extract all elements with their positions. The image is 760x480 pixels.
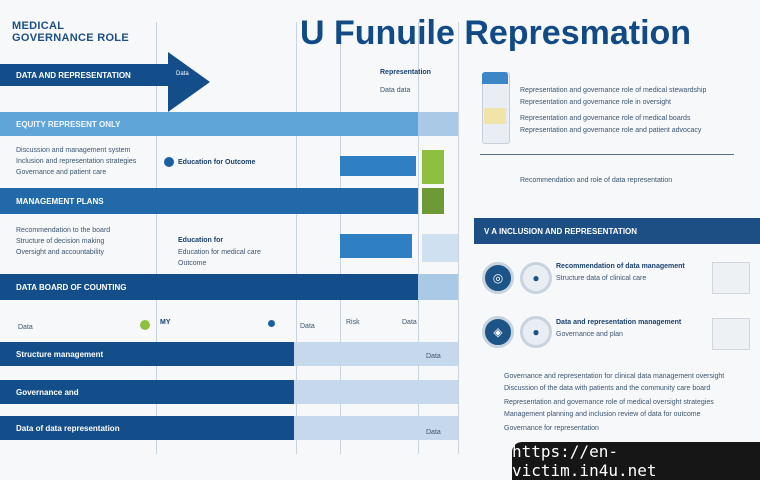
- callout-text: Education for: [178, 237, 224, 244]
- band-extension: [294, 380, 458, 404]
- brand-line-2: GOVERNANCE ROLE: [12, 32, 129, 44]
- panel-line: Representation and governance role of me…: [520, 115, 691, 122]
- axis-label: Risk: [346, 319, 360, 326]
- arrow-label: Data: [176, 71, 189, 77]
- panel-line: Representation and governance role in ov…: [520, 99, 671, 106]
- page-title: U Funuile Represmation: [300, 14, 692, 52]
- document-icon: [712, 318, 750, 350]
- panel-line: Recommendation and role of data represen…: [520, 177, 673, 184]
- user-icon: ●: [520, 262, 552, 294]
- green-marker: [422, 150, 444, 184]
- axis-label: Data: [402, 319, 417, 326]
- shield-icon: ◈: [482, 316, 514, 348]
- gridline: [458, 22, 459, 454]
- bottle-label-icon: [484, 108, 506, 124]
- band-extension: [294, 416, 458, 440]
- brand-logo: MEDICAL GOVERNANCE ROLE: [12, 20, 129, 44]
- band-equity: EQUITY REPRESENT ONLY: [0, 112, 420, 136]
- light-marker: [422, 234, 458, 262]
- band-governance: Governance and: [0, 380, 294, 404]
- paragraph-line: Discussion of the data with patients and…: [504, 385, 711, 392]
- axis-label: MY: [160, 319, 171, 326]
- text-line: Structure of decision making: [16, 238, 105, 245]
- bullet-icon: [164, 157, 174, 167]
- axis-label: Data: [426, 353, 441, 360]
- data-pill: [340, 156, 416, 176]
- brand-line-1: MEDICAL: [12, 20, 65, 32]
- callout-text: Education for Outcome: [178, 159, 256, 166]
- globe-icon: ◎: [482, 262, 514, 294]
- band-data-board: DATA BOARD OF COUNTING: [0, 274, 418, 300]
- arrow-icon: [168, 52, 210, 112]
- callout-text: Outcome: [178, 260, 207, 267]
- text-line: Recommendation to the board: [16, 227, 111, 234]
- band-end-cap: [418, 112, 458, 136]
- band-extension: [294, 342, 458, 366]
- axis-label: Data: [426, 429, 441, 436]
- band-structure: Structure management: [0, 342, 294, 366]
- top-label-2: Data data: [380, 87, 411, 94]
- item-subtitle: Governance and plan: [556, 331, 623, 338]
- text-line: Oversight and accountability: [16, 249, 104, 256]
- data-pill: [340, 234, 412, 258]
- green-marker: [422, 188, 444, 214]
- bottle-cap-icon: [482, 72, 508, 84]
- item-title: Recommendation of data management: [556, 263, 685, 270]
- band-data-representation-bottom: Data of data representation: [0, 416, 294, 440]
- text-line: Inclusion and representation strategies: [16, 158, 137, 165]
- axis-label: Data: [300, 323, 315, 330]
- panel-line: Representation and governance role of me…: [520, 87, 707, 94]
- doctor-icon: ●: [520, 316, 552, 348]
- section-header: V A INCLUSION AND REPRESENTATION: [474, 218, 760, 244]
- item-subtitle: Structure data of clinical care: [556, 275, 647, 282]
- panel-line: Representation and governance role and p…: [520, 127, 702, 134]
- paragraph-line: Governance for representation: [504, 425, 599, 432]
- url-badge[interactable]: https://en-victim.in4u.net: [512, 442, 760, 480]
- top-label-1: Representation: [380, 69, 431, 76]
- panel-rule: [480, 154, 734, 155]
- band-end-cap: [418, 274, 458, 300]
- paragraph-line: Representation and governance role of me…: [504, 399, 714, 406]
- bullet-icon: [140, 320, 150, 330]
- paragraph-line: Governance and representation for clinic…: [504, 373, 725, 380]
- band-data-representation: DATA AND REPRESENTATION: [0, 64, 170, 86]
- gridline: [296, 22, 297, 454]
- text-line: Discussion and management system: [16, 147, 131, 154]
- text-line: Governance and patient care: [16, 169, 107, 176]
- band-management-plans: MANAGEMENT PLANS: [0, 188, 418, 214]
- gridline: [156, 22, 157, 454]
- bullet-icon: [268, 320, 275, 327]
- item-title: Data and representation management: [556, 319, 682, 326]
- callout-text: Education for medical care: [178, 249, 261, 256]
- axis-label: Data: [18, 324, 33, 331]
- gridline: [418, 22, 419, 454]
- paragraph-line: Management planning and inclusion review…: [504, 411, 701, 418]
- document-icon: [712, 262, 750, 294]
